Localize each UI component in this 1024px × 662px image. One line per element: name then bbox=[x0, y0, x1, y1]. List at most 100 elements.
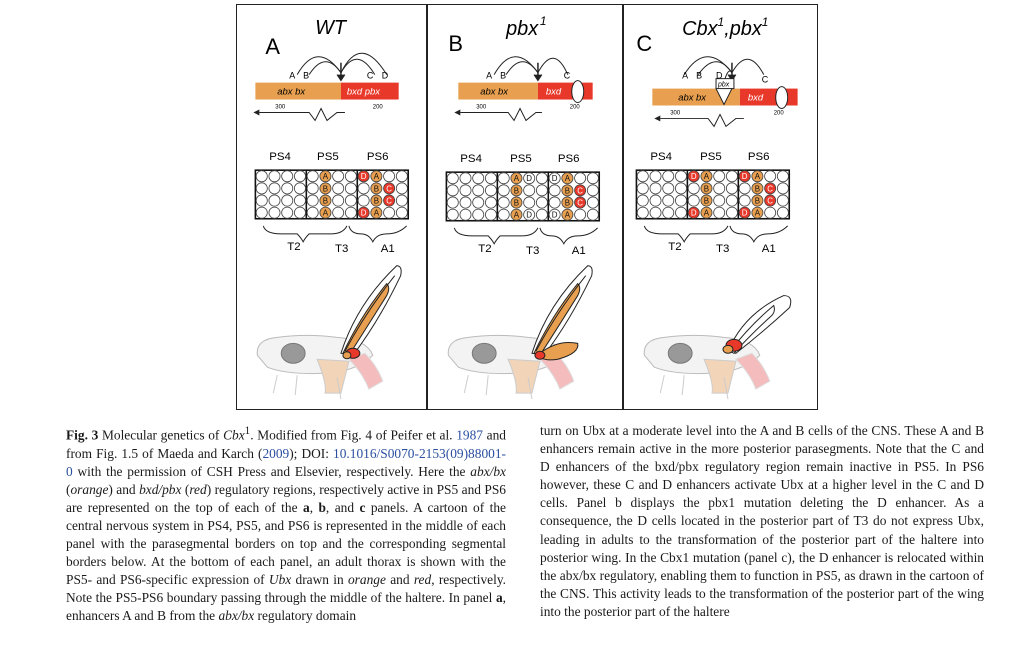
cns-cell bbox=[306, 182, 319, 195]
caption-italic: red bbox=[413, 572, 432, 588]
cns-cell bbox=[687, 194, 700, 207]
cns-cell-b bbox=[751, 194, 764, 207]
cns-cell-d bbox=[548, 208, 561, 221]
panel-a: A WT A B C D abx bx bxd pbx 300 200 PS4 … bbox=[253, 17, 410, 400]
caption-span: ) regulatory regions, respectively activ… bbox=[66, 481, 506, 515]
cns-cell bbox=[497, 208, 510, 221]
genotype-sup1: 1 bbox=[718, 15, 725, 29]
abx-bx-label: abx bx bbox=[678, 93, 706, 104]
deletion-gap bbox=[775, 86, 789, 109]
cns-cell-label: B bbox=[323, 184, 328, 193]
cns-cell-label: A bbox=[704, 209, 710, 218]
figure-label: Fig. 3 bbox=[66, 427, 99, 443]
a1-label: A1 bbox=[381, 243, 395, 255]
scale-300: 300 bbox=[670, 110, 681, 116]
citation-link-2009[interactable]: 2009 bbox=[262, 445, 290, 461]
cns-cell bbox=[649, 182, 662, 195]
cns-cell-label: D bbox=[526, 211, 532, 220]
caption-text-continued: turn on Ubx at a moderate level into the… bbox=[540, 423, 984, 619]
panel-b: B pbx 1 A B C bxd abx bx 300 200 PS4 PS5… bbox=[445, 14, 601, 400]
cns-cell bbox=[459, 184, 472, 197]
cns-cell bbox=[497, 172, 510, 185]
cns-cell-label: B bbox=[514, 199, 519, 208]
fly-thorax-cartoon bbox=[447, 265, 593, 400]
cns-cell bbox=[268, 194, 281, 207]
cns-cell-d bbox=[523, 208, 536, 221]
cns-cell-c bbox=[574, 184, 587, 197]
caption-span: panels. A cartoon of the central nervous… bbox=[66, 499, 506, 588]
caption-column-right: turn on Ubx at a moderate level into the… bbox=[540, 422, 984, 621]
cns-cell bbox=[255, 194, 268, 207]
cns-cell bbox=[306, 194, 319, 207]
cns-cell bbox=[332, 206, 345, 219]
deletion-gap bbox=[571, 80, 585, 104]
doi-link[interactable]: 10.1016/S0070-2153(09)88001-0 bbox=[66, 445, 506, 479]
caption-span: Molecular genetics of bbox=[98, 427, 224, 443]
cns-cell bbox=[332, 170, 345, 183]
cns-cell-c bbox=[764, 182, 777, 195]
bxd-pbx-region bbox=[340, 82, 399, 100]
cns-cell bbox=[586, 208, 599, 221]
cns-cell-b bbox=[510, 184, 523, 197]
segment-brackets bbox=[453, 227, 598, 245]
caption-column-left: Fig. 3 Molecular genetics of Cbx1. Modif… bbox=[66, 422, 506, 626]
cns-cell bbox=[636, 206, 649, 219]
enhancer-b: B bbox=[500, 71, 506, 81]
cns-cell-c bbox=[574, 196, 587, 209]
citation-link-1987[interactable]: 1987 bbox=[456, 427, 483, 443]
cns-cell bbox=[535, 184, 548, 197]
abx-bx-region bbox=[255, 82, 341, 100]
cns-cell bbox=[446, 196, 459, 209]
eye bbox=[667, 342, 693, 364]
cns-cell-b bbox=[561, 196, 574, 209]
cns-cell bbox=[293, 194, 306, 207]
cns-cell bbox=[586, 172, 599, 185]
cns-cell-label: B bbox=[704, 184, 709, 193]
cns-cell-label: B bbox=[565, 199, 570, 208]
enhancer-d: D bbox=[716, 71, 723, 81]
cns-cell-label: D bbox=[691, 209, 697, 218]
enhancer-c: C bbox=[762, 75, 769, 85]
t2-label: T2 bbox=[287, 241, 300, 253]
enhancer-a: A bbox=[289, 71, 295, 81]
cns-cell bbox=[523, 196, 536, 209]
cns-cell-label: B bbox=[704, 197, 709, 206]
cns-cell-label: A bbox=[514, 174, 520, 183]
scale-300: 300 bbox=[476, 104, 487, 110]
cns-cell bbox=[255, 206, 268, 219]
cns-cell bbox=[484, 172, 497, 185]
enhancer-c: C bbox=[367, 71, 374, 81]
cns-cell bbox=[472, 172, 485, 185]
cns-cell bbox=[268, 170, 281, 183]
caption-span: ) and bbox=[108, 481, 140, 497]
cns-cell bbox=[255, 182, 268, 195]
cns-cell-d bbox=[357, 206, 370, 219]
cns-cell bbox=[472, 184, 485, 197]
panel-letter: C bbox=[636, 31, 652, 56]
cns-cell-a bbox=[319, 206, 332, 219]
cns-cell bbox=[344, 206, 357, 219]
cns-cell-a bbox=[700, 206, 713, 219]
ps6-label: PS6 bbox=[748, 151, 770, 163]
cns-cell bbox=[725, 182, 738, 195]
cns-cell-a bbox=[751, 170, 764, 183]
cns-cell bbox=[383, 170, 396, 183]
genotype-part1: Cbx bbox=[682, 18, 718, 40]
cns-cell-a bbox=[700, 170, 713, 183]
cns-cell bbox=[662, 194, 675, 207]
figure-3: A WT A B C D abx bx bxd pbx 300 200 PS4 … bbox=[236, 4, 818, 410]
wing-posterior bbox=[729, 304, 775, 354]
cns-cell-b bbox=[319, 194, 332, 207]
cns-cell bbox=[383, 206, 396, 219]
cns-cell bbox=[649, 206, 662, 219]
cns-cell bbox=[535, 196, 548, 209]
transcript bbox=[660, 113, 744, 128]
cns-cell bbox=[574, 208, 587, 221]
cns-cell-label: D bbox=[361, 172, 367, 181]
cns-cell bbox=[776, 194, 789, 207]
pbx-insert-label: pbx bbox=[717, 82, 730, 89]
leg-region-ps6 bbox=[735, 352, 771, 390]
cns-cell bbox=[293, 206, 306, 219]
